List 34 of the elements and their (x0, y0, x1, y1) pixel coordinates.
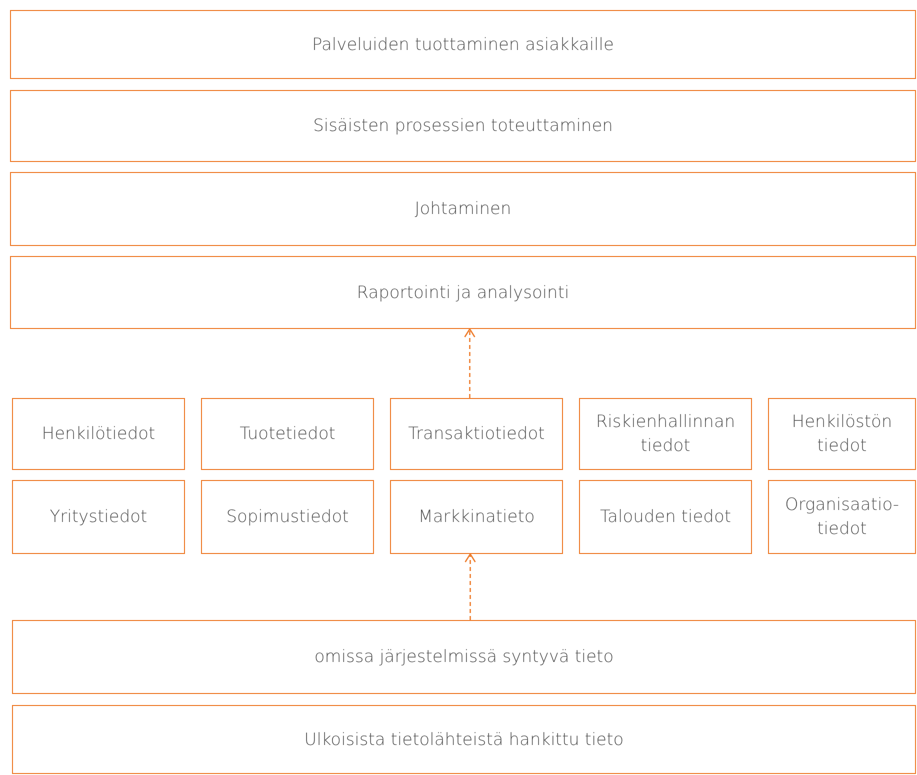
box-label: Tuotetiedot (240, 423, 336, 446)
box-label: Henkilötiedot (42, 423, 156, 446)
text-box (201, 480, 374, 554)
box-label: Organisaatio-tiedot (784, 494, 900, 541)
box-label: Yritystiedot (50, 506, 148, 529)
box-label: Raportointi ja analysointi (356, 282, 570, 304)
box-label: Henkilöstön tiedot (790, 411, 894, 458)
text-box (10, 10, 916, 79)
dashed-arrow (464, 328, 476, 398)
box-label: Riskienhallinnan tiedot (594, 411, 736, 458)
box-label: Transaktiotiedot (408, 423, 545, 446)
text-box (12, 398, 185, 470)
text-box (12, 620, 916, 694)
text-box (201, 398, 374, 470)
box-label: Sopimustiedot (226, 506, 349, 529)
text-box (10, 256, 916, 329)
box-label: Talouden tiedot (600, 506, 732, 529)
box-label: omissa järjestelmissä syntyvä tieto (314, 646, 614, 669)
box-label: Ulkoisista tietolähteistä hankittu tieto (304, 728, 624, 752)
text-box (10, 90, 916, 162)
text-box (390, 480, 563, 554)
box-label: Markkinatieto (418, 506, 535, 529)
dashed-arrow (464, 553, 476, 620)
text-box (10, 172, 916, 246)
text-box (768, 480, 916, 554)
text-box (579, 480, 752, 554)
text-box (12, 480, 185, 554)
text-box (579, 398, 752, 470)
box-label: Sisäisten prosessien toteuttaminen (313, 115, 613, 138)
text-box (768, 398, 916, 470)
text-box (390, 398, 563, 470)
text-box (12, 705, 916, 774)
box-label: Palveluiden tuottaminen asiakkaille (312, 34, 614, 56)
box-label: Johtaminen (414, 198, 512, 221)
